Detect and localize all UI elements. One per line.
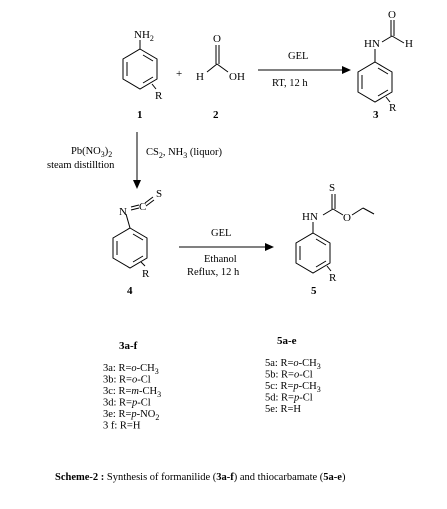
- compound-3-formanilide: [357, 20, 405, 103]
- step2-reagent-cs2-nh3: CS2, NH3 (liquor): [146, 147, 222, 160]
- aniline-nh2-label: NH2: [134, 29, 154, 43]
- series-title-thiocarbamates: 5a-e: [277, 335, 297, 347]
- series-item: 3d: R=p-Cl: [103, 398, 151, 409]
- compound-number-3: 3: [373, 109, 379, 121]
- formanilide-hn-label: HN: [364, 38, 380, 50]
- aniline-r-label: R: [155, 90, 163, 102]
- series-item: 3a: R=o-CH3: [103, 363, 159, 376]
- series-item: 5d: R=p-Cl: [265, 393, 313, 404]
- step3-solvent: Ethanol: [204, 254, 237, 265]
- thiocarbamate-r-label: R: [329, 272, 337, 284]
- series-item: 5c: R=p-CH3: [265, 381, 321, 394]
- step3-conditions: Reflux, 12 h: [187, 267, 240, 278]
- isothiocyanate-n-label: N: [119, 206, 127, 218]
- series-item: 3e: R=p-NO2: [103, 409, 159, 422]
- isothiocyanate-c-label: C: [139, 201, 146, 213]
- compound-number-1: 1: [137, 109, 143, 121]
- formic-acid-oh-label: OH: [229, 71, 245, 83]
- isothiocyanate-r-label: R: [142, 268, 150, 280]
- thiocarbamate-hn-label: HN: [302, 211, 318, 223]
- step1-conditions: RT, 12 h: [272, 78, 308, 89]
- series-title-formanilides: 3a-f: [119, 340, 138, 352]
- formic-acid-h-label: H: [196, 71, 204, 83]
- series-item: 5a: R=o-CH3: [265, 358, 321, 371]
- reaction-arrow-step3: [179, 243, 274, 251]
- series-item: 3c: R=m-CH3: [103, 386, 161, 399]
- step2-reagent-lead-nitrate: Pb(NO3)2: [71, 146, 112, 159]
- formanilide-o-label: O: [388, 9, 396, 21]
- compound-4-isothiocyanate: [112, 196, 155, 269]
- compound-number-4: 4: [127, 285, 133, 297]
- step1-catalyst: GEL: [288, 51, 308, 62]
- compound-number-5: 5: [311, 285, 317, 297]
- series-item: 3b: R=o-Cl: [103, 375, 151, 386]
- series-item: 5b: R=o-Cl: [265, 370, 313, 381]
- series-item: 3 f: R=H: [103, 421, 141, 432]
- step2-method-steam-distillation: steam distilltion: [47, 160, 115, 171]
- compound-1-aniline: [122, 40, 158, 90]
- reaction-arrow-step1: [258, 66, 351, 74]
- scheme-caption: Scheme-2 : Synthesis of formanilide (3a-…: [55, 472, 346, 483]
- compound-2-formic-acid: [206, 45, 229, 73]
- formic-acid-o-label: O: [213, 33, 221, 45]
- compound-5-thiocarbamate: [295, 194, 375, 274]
- formanilide-h-label: H: [405, 38, 413, 50]
- reaction-arrow-step2: [133, 132, 141, 189]
- isothiocyanate-s-label: S: [156, 188, 162, 200]
- thiocarbamate-s-label: S: [329, 182, 335, 194]
- thiocarbamate-o-label: O: [343, 212, 351, 224]
- step3-catalyst: GEL: [211, 228, 231, 239]
- plus-sign: +: [176, 68, 182, 80]
- compound-number-2: 2: [213, 109, 219, 121]
- formanilide-r-label: R: [389, 102, 397, 114]
- series-item: 5e: R=H: [265, 404, 301, 415]
